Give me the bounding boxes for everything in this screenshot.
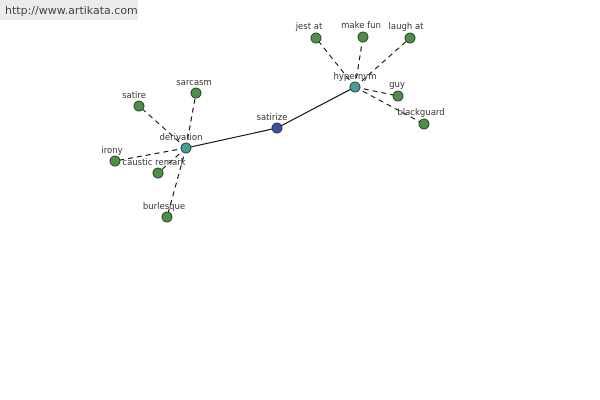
edge-satirize-to-derivation xyxy=(185,127,278,149)
edge-derivation-to-irony xyxy=(114,147,187,162)
node-hypernym[interactable] xyxy=(349,81,361,93)
edge-hypernym-to-blackguard xyxy=(354,86,425,125)
edge-derivation-to-burlesque xyxy=(166,147,187,218)
edge-derivation-to-caustic-remark xyxy=(157,147,187,174)
node-label-caustic-remark: caustic remark xyxy=(122,158,185,168)
node-make-fun[interactable] xyxy=(357,31,369,43)
node-satire[interactable] xyxy=(133,100,145,112)
edge-hypernym-to-jest-at xyxy=(315,37,356,88)
site-url-watermark: http://www.artikata.com xyxy=(0,0,138,20)
node-label-laugh-at: laugh at xyxy=(389,22,425,32)
node-sarcasm[interactable] xyxy=(190,87,202,99)
node-satirize[interactable] xyxy=(271,122,283,134)
node-laugh-at[interactable] xyxy=(404,32,416,44)
node-label-guy: guy xyxy=(389,80,405,90)
edge-hypernym-to-laugh-at xyxy=(354,37,411,88)
node-label-hypernym: hypernym xyxy=(333,72,376,82)
node-guy[interactable] xyxy=(392,90,404,102)
node-jest-at[interactable] xyxy=(310,32,322,44)
node-label-blackguard: blackguard xyxy=(397,108,444,118)
node-caustic-remark[interactable] xyxy=(152,167,164,179)
node-irony[interactable] xyxy=(109,155,121,167)
node-blackguard[interactable] xyxy=(418,118,430,130)
edge-derivation-to-sarcasm xyxy=(185,92,197,149)
nodes-layer xyxy=(109,31,430,223)
node-label-satirize: satirize xyxy=(257,113,288,123)
node-burlesque[interactable] xyxy=(161,211,173,223)
node-derivation[interactable] xyxy=(180,142,192,154)
edge-hypernym-to-guy xyxy=(354,86,399,97)
edges-layer xyxy=(114,36,425,218)
edge-derivation-to-satire xyxy=(138,105,187,149)
edge-satirize-to-hypernym xyxy=(276,86,356,129)
node-label-satire: satire xyxy=(122,91,146,101)
node-label-sarcasm: sarcasm xyxy=(176,78,212,88)
labels-layer: satirize derivation hypernym satire sarcasm i… xyxy=(101,21,444,212)
node-label-jest-at: jest at xyxy=(295,22,323,32)
node-label-burlesque: burlesque xyxy=(143,202,185,212)
node-label-make-fun: make fun xyxy=(341,21,381,31)
node-label-irony: irony xyxy=(101,146,122,156)
node-label-derivation: derivation xyxy=(159,133,202,143)
